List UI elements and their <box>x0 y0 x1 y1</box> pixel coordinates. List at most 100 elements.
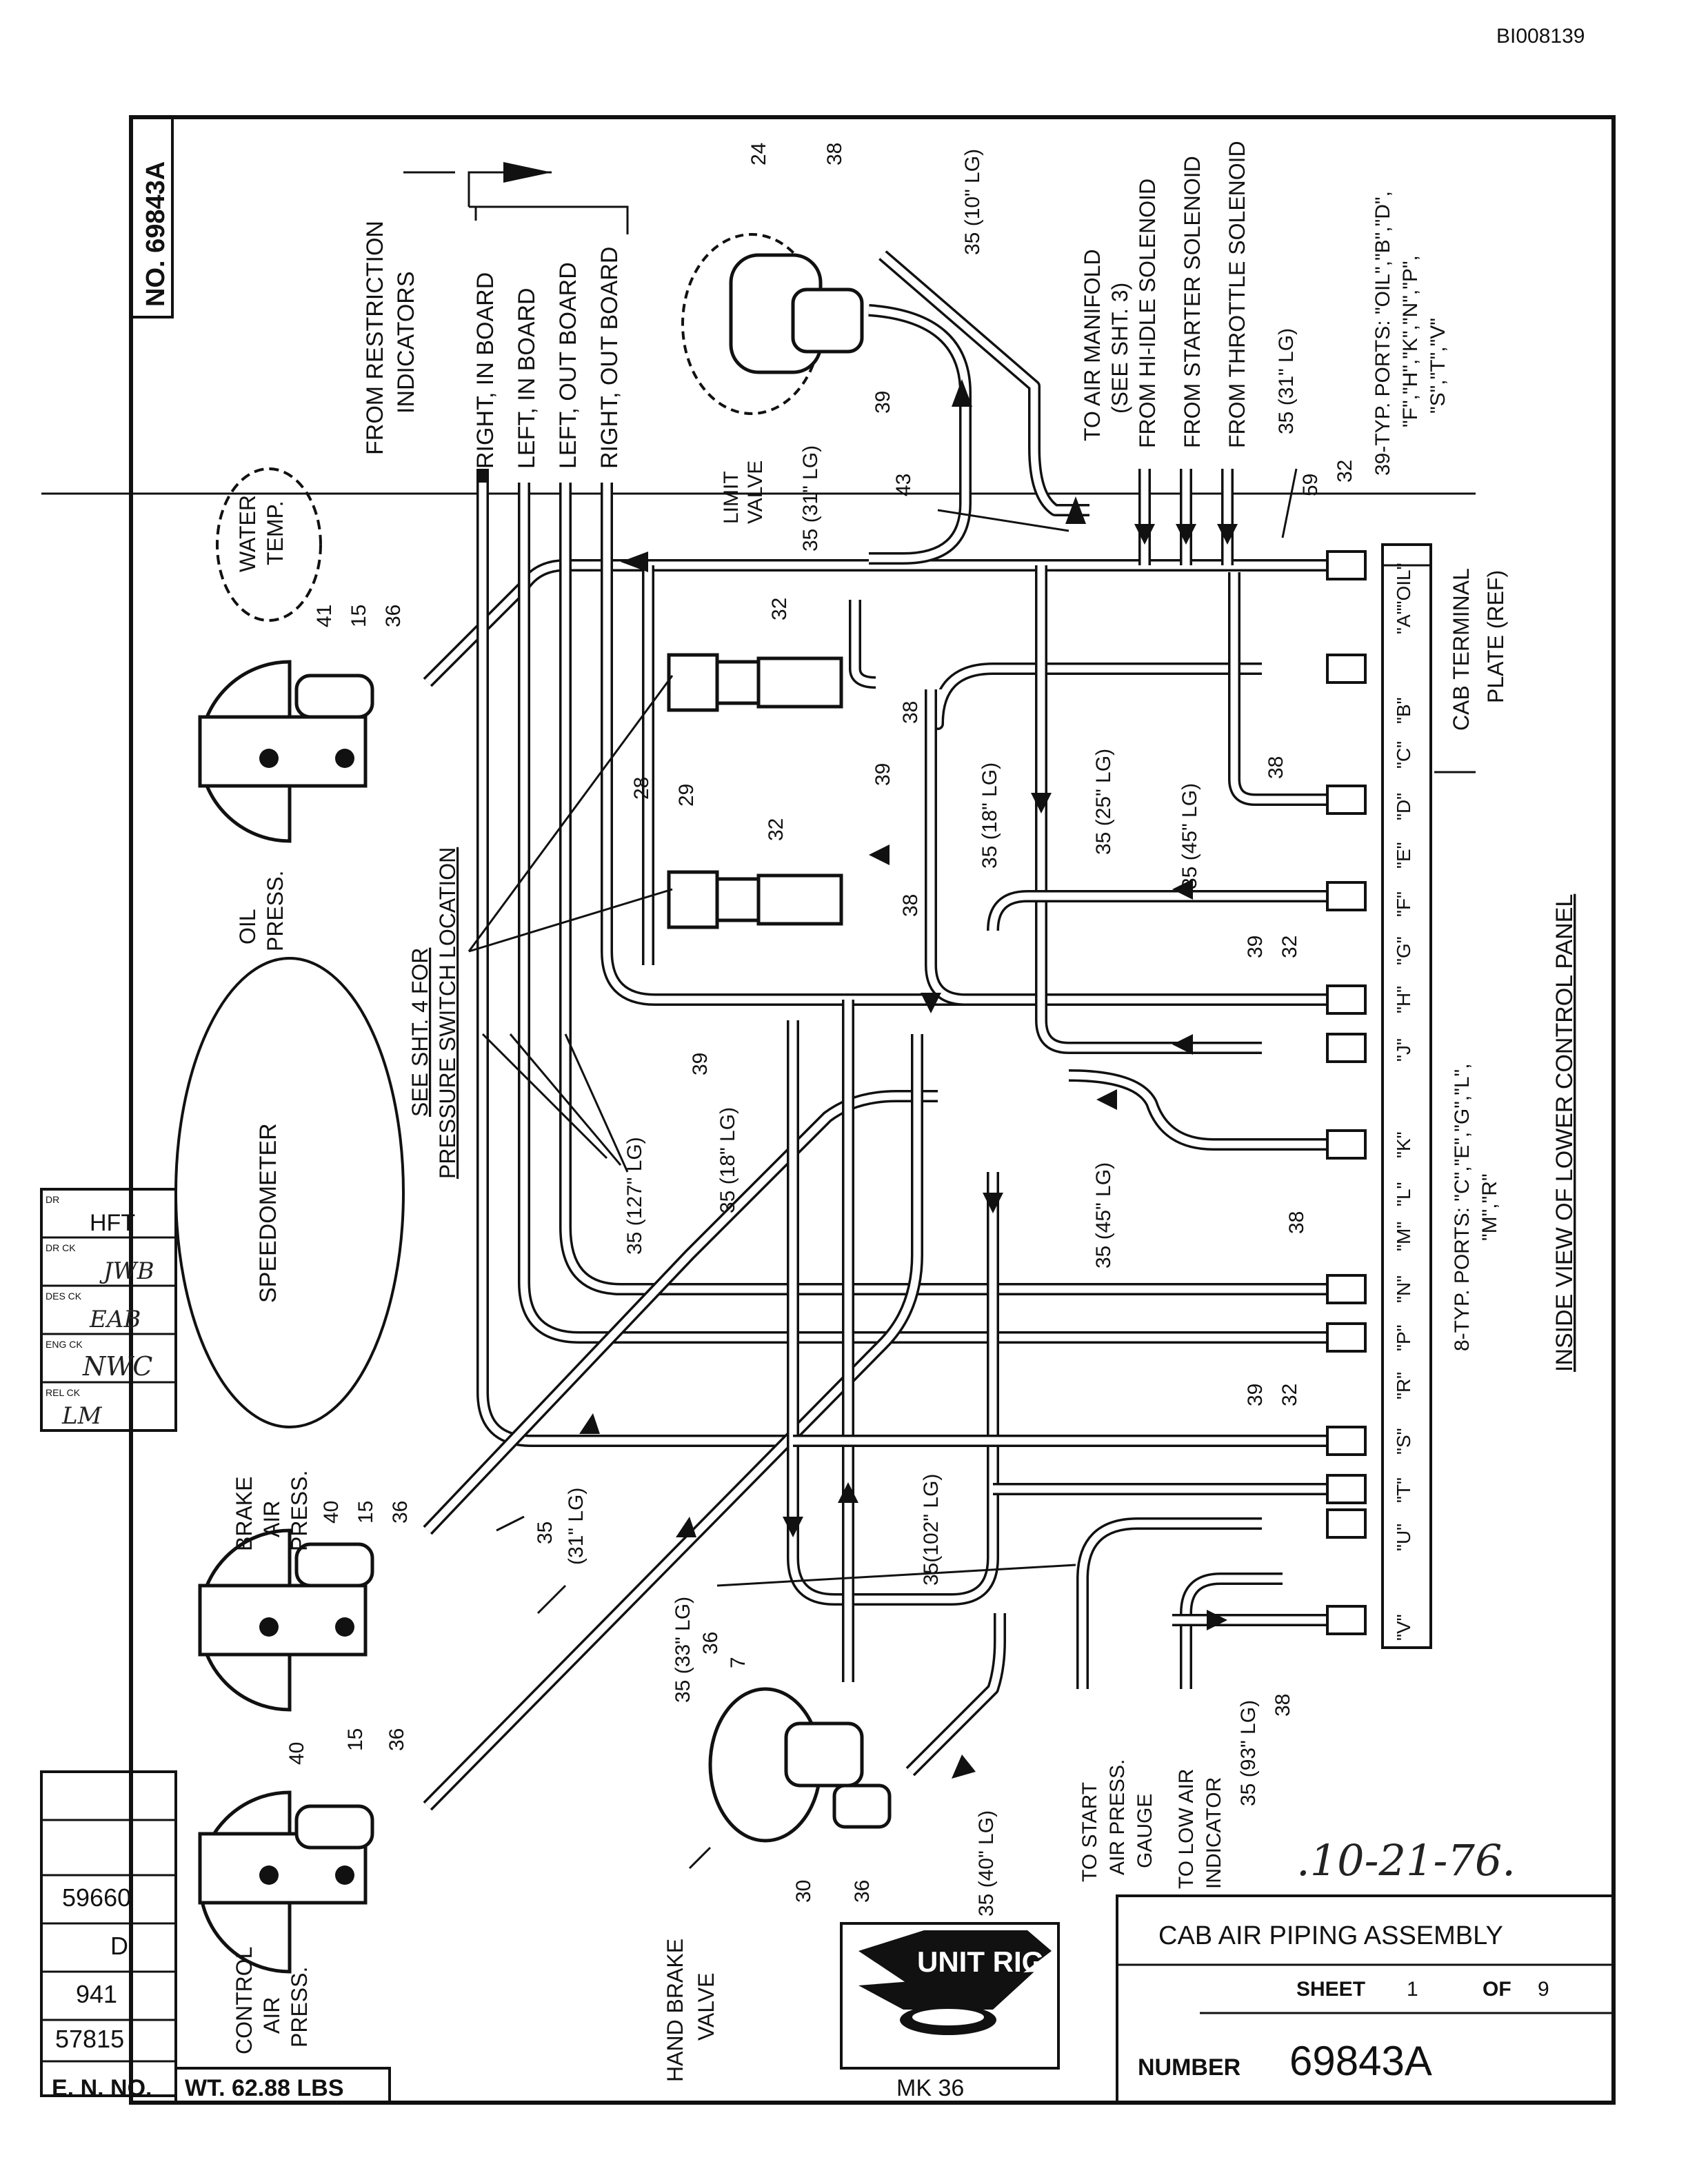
date-handwritten: .10-21-76. <box>1296 1835 1516 1885</box>
note-text: AIR PRESS. <box>1106 1759 1129 1875</box>
callout: 29 <box>675 784 698 807</box>
pressure-switches <box>667 653 843 929</box>
note-text: PLATE (REF) <box>1483 570 1508 703</box>
callout: 41 <box>313 605 336 627</box>
callouts: 24 38 39 43 59 32 32 38 39 28 29 32 38 3… <box>285 143 1356 1903</box>
revision-value: 941 <box>76 1980 117 2008</box>
tube-label: 35 (127" LG) <box>623 1137 646 1255</box>
document-id: BI008139 <box>1496 25 1585 48</box>
gauge-label: PRESS. <box>263 871 288 951</box>
sheet-number: 1 <box>1407 1978 1418 2001</box>
callout: 38 <box>1285 1211 1308 1234</box>
callout: 38 <box>899 894 922 917</box>
port-label: "M" <box>1393 1222 1414 1251</box>
tube-label: 35 (10" LG) <box>961 149 984 255</box>
callout: 36 <box>699 1632 722 1655</box>
callout: 30 <box>792 1880 815 1903</box>
drawing-number-box <box>130 116 174 318</box>
control-air-press-gauge: CONTROL AIR PRESS. <box>198 1790 374 2054</box>
note-text: INSIDE VIEW OF LOWER CONTROL PANEL <box>1551 894 1578 1372</box>
callout: 38 <box>823 143 846 165</box>
gauge-label: TEMP. <box>263 501 288 565</box>
gauge-label: CONTROL <box>232 1947 257 2054</box>
port-label: "A""OIL" <box>1393 563 1414 634</box>
port-label: "H" <box>1393 986 1414 1013</box>
callout: 32 <box>1278 936 1301 958</box>
note-text: "S","T","V" <box>1427 318 1449 414</box>
port-label: "F" <box>1393 891 1414 917</box>
callout: 28 <box>630 777 653 800</box>
callout: 38 <box>1265 756 1287 779</box>
tube-label: 35 (18" LG) <box>978 762 1001 869</box>
note-text: CAB TERMINAL <box>1449 568 1474 731</box>
note-text: TO LOW AIR <box>1175 1769 1198 1889</box>
drawing-number-large: 69843A <box>1289 2038 1432 2084</box>
note-text: VALVE <box>694 1973 719 2041</box>
revision-value: 59660 <box>62 1883 131 1912</box>
note-text: INDICATOR <box>1203 1777 1225 1889</box>
port-label: "S" <box>1393 1428 1414 1455</box>
tube-label: 35(102" LG) <box>920 1474 943 1586</box>
callout: 43 <box>892 474 915 496</box>
port-labels: "A""OIL" "B" "C" "D" "E" "F" "G" "H" "J"… <box>1393 563 1414 1641</box>
callout: 39 <box>872 763 894 786</box>
en-no-label: E. N. NO. <box>52 2075 152 2101</box>
title: CAB AIR PIPING ASSEMBLY <box>1158 1921 1503 1950</box>
signoff-initials: EAB <box>89 1306 141 1333</box>
note-text: TO AIR MANIFOLD <box>1080 249 1105 441</box>
note-text: FROM STARTER SOLENOID <box>1180 156 1205 448</box>
tube-label: 35 (31" LG) <box>1275 328 1298 434</box>
callout: 40 <box>320 1501 343 1524</box>
note-text: RIGHT, OUT BOARD <box>596 247 623 469</box>
note-text: INDICATORS <box>393 271 419 414</box>
callout: 39 <box>1244 936 1267 958</box>
port-label: "C" <box>1393 741 1414 769</box>
drawing-number: NO. 69843A <box>141 161 170 307</box>
note-text: GAUGE <box>1134 1794 1156 1868</box>
revision-value: D <box>110 1932 128 1960</box>
port-label: "R" <box>1393 1372 1414 1399</box>
gauge-label: AIR <box>259 1997 284 2034</box>
signoff-initials: LM <box>61 1402 103 1430</box>
note-text: "F","H","K","N","P", <box>1399 255 1422 427</box>
port-label: "D" <box>1393 793 1414 820</box>
tube-label: 35 (33" LG) <box>672 1597 694 1703</box>
revision-column: 59660 D 941 57815 E. N. NO. <box>40 1770 177 2101</box>
callout: 39 <box>1244 1384 1267 1406</box>
callout: 32 <box>1334 460 1356 483</box>
restriction-bracket <box>403 162 629 234</box>
gauge-label: AIR <box>259 1501 284 1537</box>
port-label: "J" <box>1393 1038 1414 1062</box>
sheet-label: SHEET <box>1296 1978 1365 2001</box>
port-label: "E" <box>1393 842 1414 869</box>
gauge-label: SPEEDOMETER <box>255 1123 281 1303</box>
tube-label: 35 (40" LG) <box>975 1810 998 1917</box>
callout: 15 <box>348 605 370 627</box>
notes: FROM RESTRICTION INDICATORS RIGHT, IN BO… <box>362 141 1578 2082</box>
port-label: "L" <box>1393 1182 1414 1206</box>
port-label: "U" <box>1393 1524 1414 1551</box>
callout: 36 <box>851 1880 874 1903</box>
of-label: OF <box>1483 1978 1511 2001</box>
note-text: LEFT, IN BOARD <box>514 287 540 469</box>
port-label: "B" <box>1393 697 1414 724</box>
note-text: (SEE SHT. 3) <box>1107 283 1132 414</box>
port-label: "G" <box>1393 936 1414 965</box>
signoff-label: DES CK <box>46 1291 82 1302</box>
signoff-initials: HFT <box>90 1210 135 1236</box>
callout: 36 <box>385 1728 408 1751</box>
signoff-initials: NWC <box>82 1351 152 1382</box>
callout: 32 <box>768 598 791 620</box>
signoff-label: REL CK <box>46 1387 81 1398</box>
unit-rig-logo: UNIT RIG MK 36 <box>840 1922 1060 2101</box>
gauge-label: PRESS. <box>287 1967 312 2048</box>
note-text: "M","R" <box>1478 1173 1501 1241</box>
port-label: "T" <box>1393 1477 1414 1503</box>
note-text: FROM RESTRICTION <box>362 221 388 455</box>
signoff-label: DR <box>46 1194 59 1205</box>
note-text: VALVE <box>744 461 767 524</box>
signoff-label: DR CK <box>46 1242 76 1253</box>
tubing <box>423 250 1352 1811</box>
tube-label: 35 (18" LG) <box>716 1107 739 1213</box>
gauge-label: BRAKE <box>232 1477 257 1551</box>
